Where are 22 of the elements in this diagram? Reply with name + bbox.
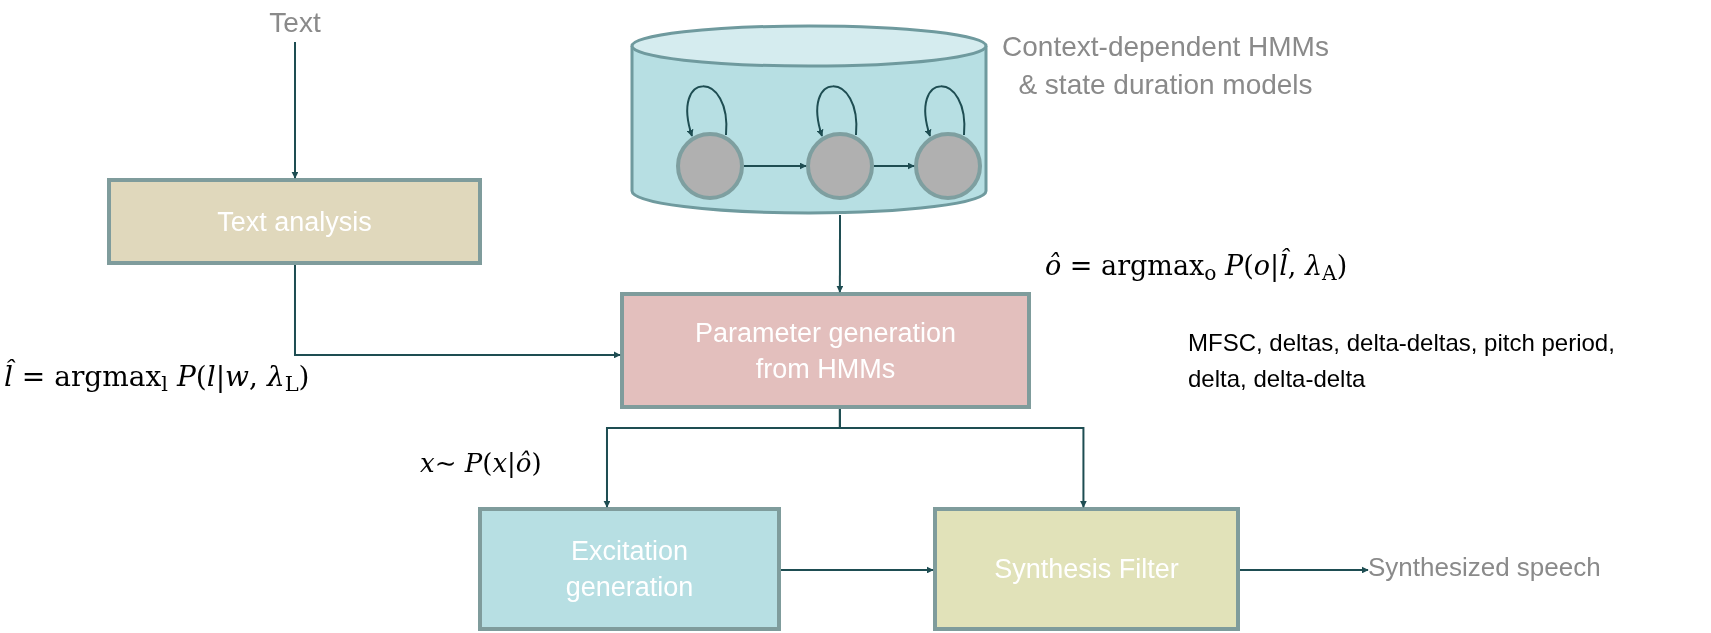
- arrow: [291, 41, 299, 179]
- arrow: [294, 264, 621, 359]
- arrow: [686, 85, 728, 137]
- arrow: [780, 566, 934, 574]
- formula-text: ô = argmax$_{o}$ P(o|l̂, λ$_{A}$): [1045, 247, 1348, 287]
- formula-text: l̂ = argmax$_{l}$ P(l|w, λ$_{L}$): [4, 358, 310, 398]
- arrow: [836, 214, 844, 293]
- arrow: [1239, 566, 1369, 574]
- process-box: Synthesis Filter: [933, 507, 1240, 631]
- arrow: [816, 85, 858, 137]
- process-box: Parameter generation from HMMs: [620, 292, 1031, 409]
- note-text: MFSC, deltas, delta-deltas, pitch period, delta, delta-delta: [1188, 328, 1616, 394]
- arrow: [743, 162, 807, 170]
- formula-text: x∼ P(x|ô): [420, 447, 542, 480]
- arrow: [873, 162, 915, 170]
- process-box: Text analysis: [107, 178, 482, 265]
- arrow: [924, 85, 966, 137]
- process-box: Excitation generation: [478, 507, 781, 631]
- text-label: Synthesized speech: [1368, 548, 1708, 588]
- heading-text: Context-dependent HMMs & state duration models: [1001, 30, 1330, 102]
- arrow: [838, 408, 1087, 508]
- text-label: Text: [250, 2, 340, 42]
